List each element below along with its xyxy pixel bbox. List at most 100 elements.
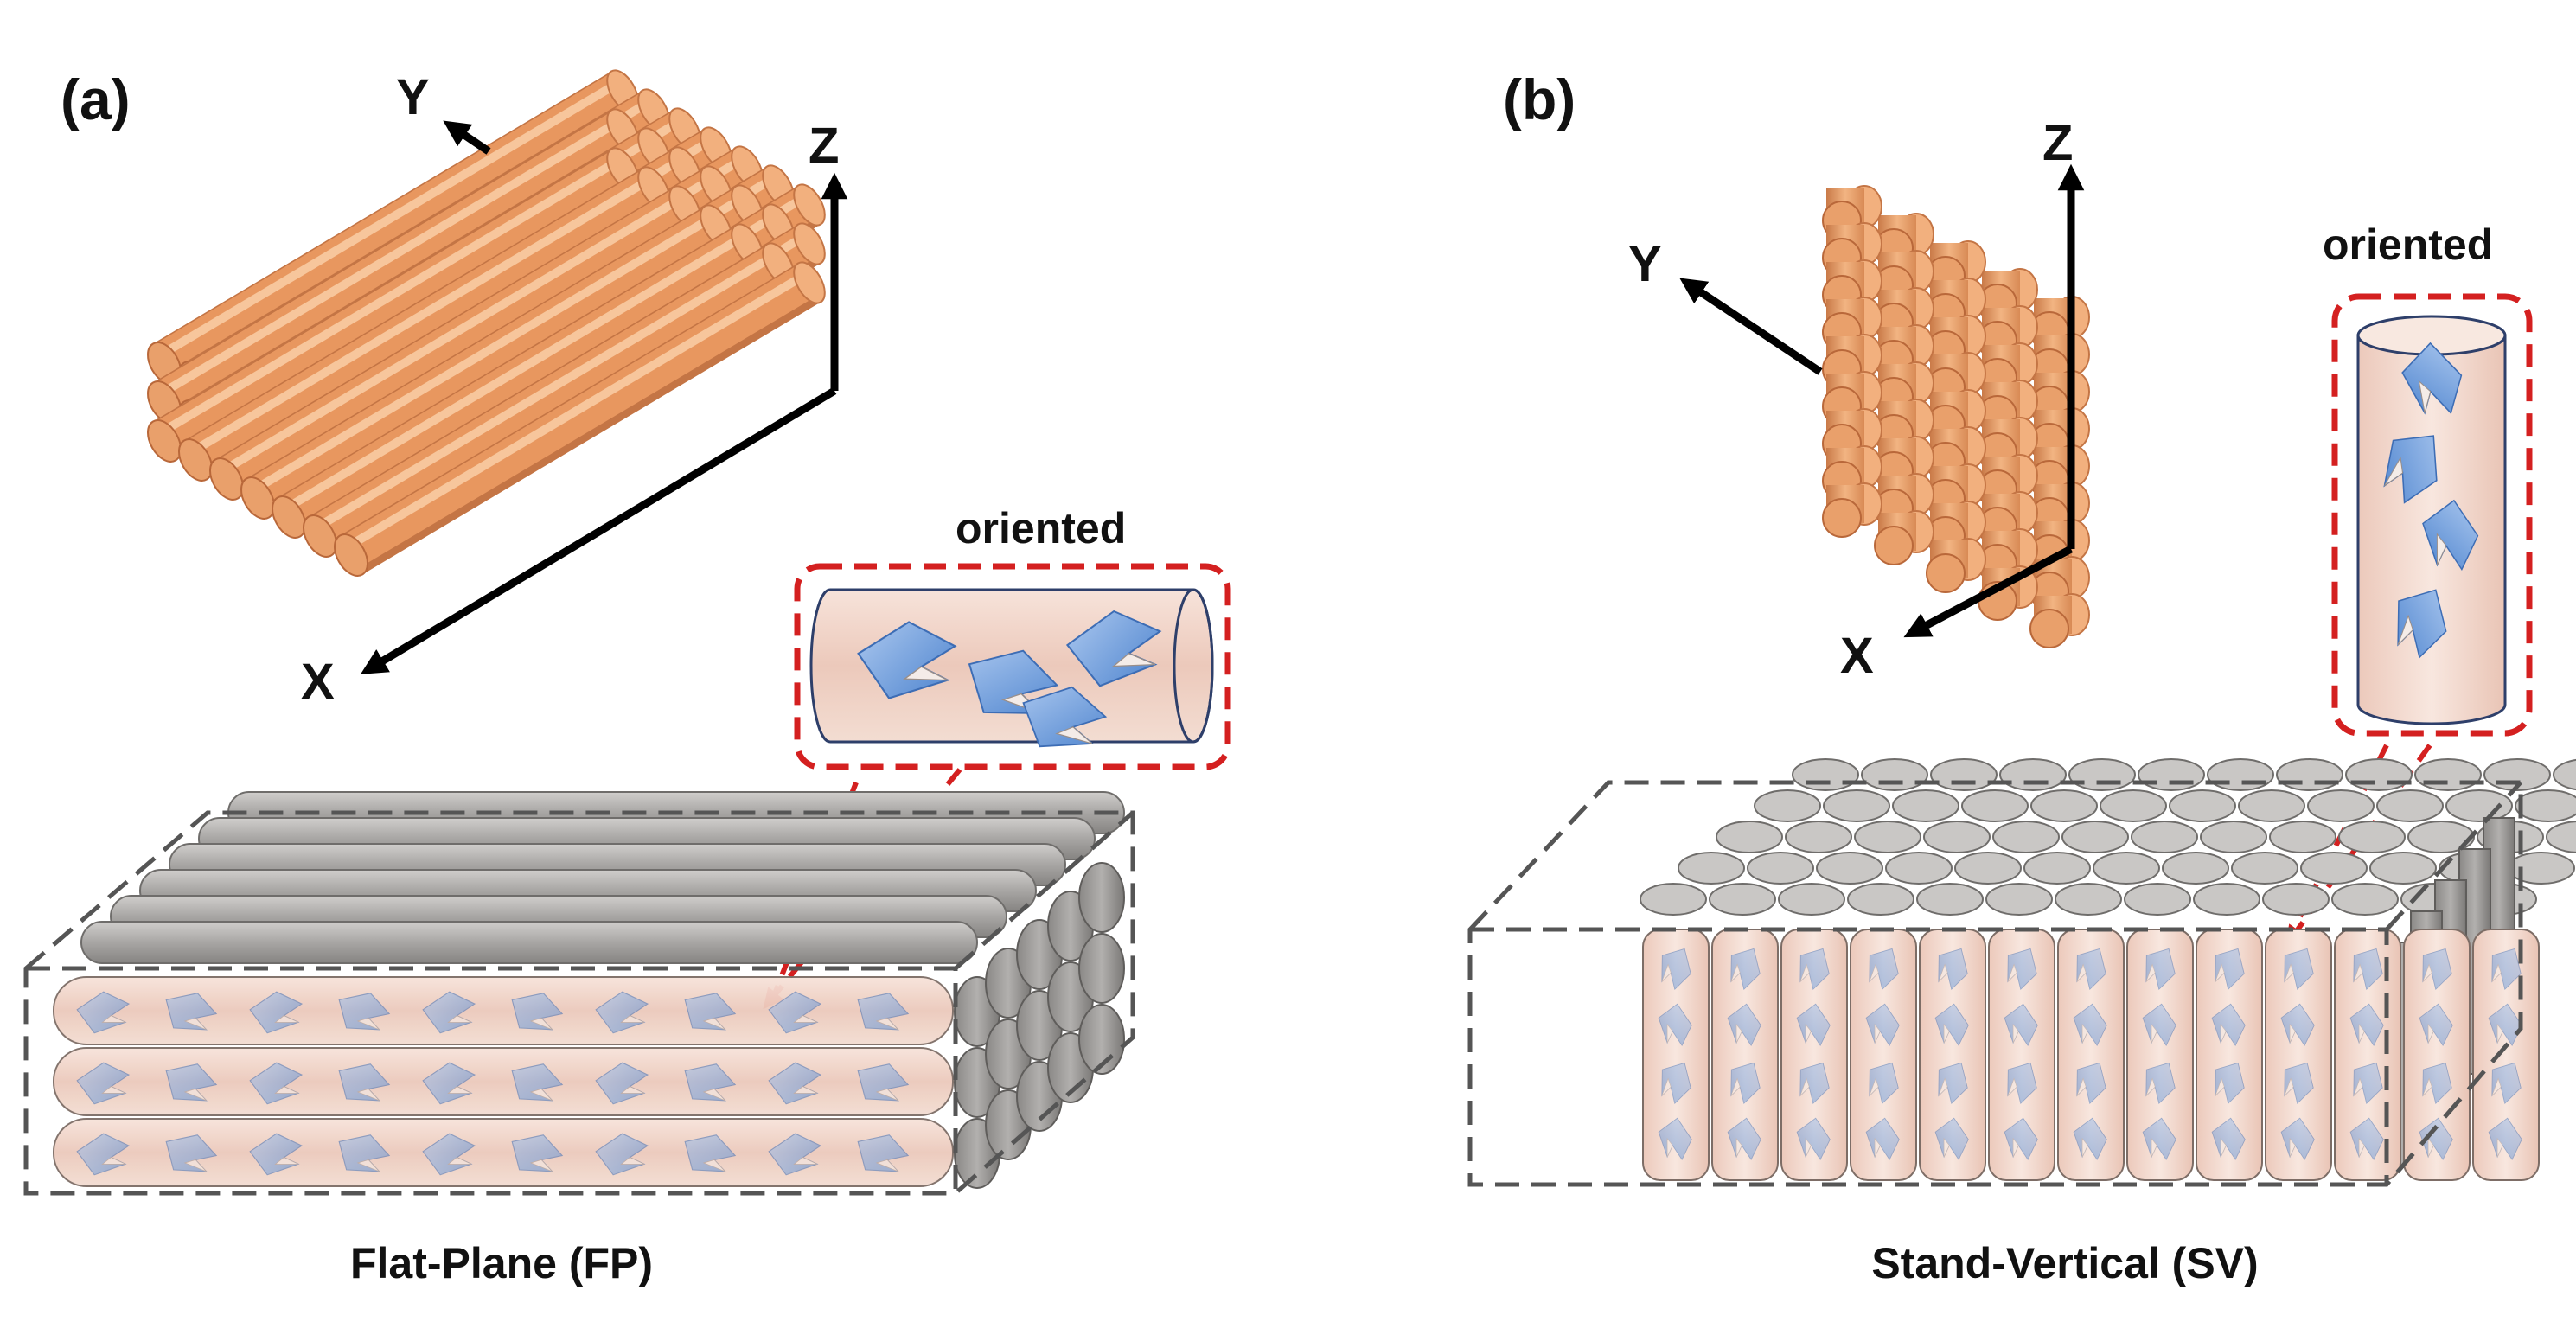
transparent-fiber-tube (2334, 929, 2401, 1181)
z-axis-label: Z (809, 118, 839, 174)
gray-fiber-rod (80, 921, 978, 964)
fiber-end-circle (1885, 852, 1953, 885)
fiber-end-circle (1816, 852, 1883, 885)
flake-icon (2491, 1062, 2522, 1105)
fiber-end-circle (1709, 883, 1776, 916)
fiber-rod-end (1926, 553, 1966, 593)
flake-icon (338, 1063, 391, 1102)
fiber-end-circle (2515, 789, 2576, 822)
flake-icon (422, 1062, 476, 1105)
fiber-end-circle (1954, 852, 2022, 885)
fiber-end-circle (2030, 789, 2098, 822)
fiber-end-circle (2414, 758, 2482, 791)
panel-a-label: (a) (61, 67, 131, 131)
x-axis-arrow-icon-b (1903, 546, 2074, 638)
flake-icon (1869, 948, 1899, 991)
flake-icon (1727, 1117, 1761, 1161)
flake-icon (2284, 948, 2314, 991)
fiber-end-circle (2093, 852, 2160, 885)
block-outline (23, 810, 1135, 1196)
flake-icon (249, 1062, 304, 1105)
fiber-end-circle (2200, 821, 2267, 853)
fiber-end-circle (2169, 789, 2236, 822)
flake-icon (76, 1062, 131, 1105)
fiber-end-circle (1999, 758, 2067, 791)
fiber-bundle-b (1822, 185, 2090, 648)
fiber-end-circle (1678, 852, 1745, 885)
fiber-end-circle (2338, 821, 2406, 853)
flake-icon (1661, 948, 1691, 991)
axes-b: Z X Y (1628, 115, 2085, 684)
flake-icon (76, 1133, 131, 1176)
flake-icon (2422, 499, 2479, 572)
flake-icon (1022, 686, 1108, 748)
flake-icon (2488, 1117, 2522, 1161)
flake-icon (2353, 1062, 2383, 1105)
flake-icon (1799, 948, 1830, 991)
transparent-fiber-tube (2403, 929, 2471, 1181)
flake-icon (2284, 1062, 2314, 1105)
transparent-fiber-tube (2265, 929, 2332, 1181)
flake-icon (2073, 1003, 2107, 1047)
x-axis-label-b: X (1840, 628, 1874, 684)
flake-icon (857, 621, 957, 699)
flake-icon (595, 991, 649, 1034)
callout-b-flakes (2383, 342, 2479, 659)
fiber-end-circle (2262, 883, 2330, 916)
block-outline (1467, 780, 2523, 1187)
flake-icon (2491, 948, 2522, 991)
fiber-end-circle (1823, 789, 1890, 822)
flake-icon (165, 993, 218, 1031)
flake-icon (1796, 1003, 1831, 1047)
fiber-end-circle (1785, 821, 1852, 853)
fiber-rod-end (303, 514, 337, 558)
z-axis-label-b: Z (2042, 115, 2073, 171)
flake-icon (2142, 1003, 2176, 1047)
flake-icon (2419, 1003, 2453, 1047)
fiber-rod-end (334, 533, 368, 577)
x-axis-arrow-icon (360, 387, 837, 674)
fiber-end-circle (1716, 821, 1783, 853)
flake-icon (2007, 948, 2037, 991)
flake-icon (1065, 610, 1162, 687)
callout-b-label: oriented (2323, 220, 2493, 269)
fiber-end-circle (1930, 758, 1998, 791)
fiber-rod-end (272, 495, 306, 539)
flake-icon (857, 1134, 910, 1172)
flake-icon (165, 1063, 218, 1102)
flake-icon (2422, 948, 2452, 991)
flake-icon (2211, 1117, 2246, 1161)
fiber-end-circle (2345, 758, 2413, 791)
fiber-end-circle (1985, 883, 2053, 916)
flake-icon (2349, 1003, 2384, 1047)
fiber-rod-end (1822, 498, 1862, 538)
flake-icon (249, 991, 304, 1034)
fiber-end-circle (2369, 852, 2437, 885)
flake-icon (1796, 1117, 1831, 1161)
flake-icon (857, 993, 910, 1031)
flake-icon (2076, 1062, 2106, 1105)
flake-icon (1730, 1062, 1761, 1105)
fiber-rod-end (1874, 526, 1914, 565)
flake-icon (684, 993, 737, 1031)
y-axis-arrow-icon (443, 120, 491, 155)
flake-icon (1727, 1003, 1761, 1047)
fiber-end-circle (1847, 883, 1914, 916)
fiber-rod-end (178, 438, 213, 482)
fiber-end-circle (1854, 821, 1921, 853)
fiber-end-circle (1078, 933, 1125, 1004)
flake-icon (422, 991, 476, 1034)
y-axis-arrow-icon-b (1679, 278, 1823, 375)
fiber-end-circle (2445, 789, 2513, 822)
fiber-end-circle (2124, 883, 2191, 916)
flake-icon (338, 993, 391, 1031)
fiber-end-circle (2231, 852, 2298, 885)
flake-icon (76, 991, 131, 1034)
flake-icon (2076, 948, 2106, 991)
block-edges (26, 811, 1135, 1193)
fiber-end-circle (2068, 758, 2136, 791)
flake-icon (2211, 1003, 2246, 1047)
flake-icon (2383, 435, 2438, 504)
flake-icon (768, 1062, 822, 1105)
